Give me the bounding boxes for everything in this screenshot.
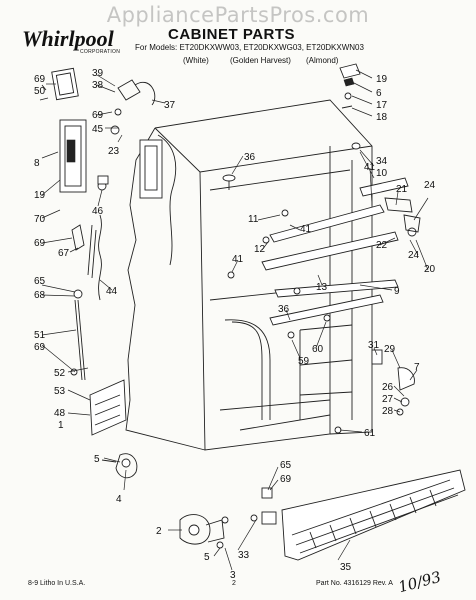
bottom-parts (179, 469, 466, 561)
callout: 19 (34, 190, 46, 201)
callout: 19 (376, 74, 388, 85)
footer-litho: 8-9 Litho In U.S.A. (28, 580, 86, 587)
footer-page-number: 2 (232, 580, 236, 587)
callout: 23 (108, 146, 120, 157)
shelf-rails (261, 177, 409, 326)
callout: 67 (58, 248, 70, 259)
callout: 17 (376, 100, 388, 111)
callout: 28 (382, 406, 394, 417)
callout: 44 (106, 286, 118, 297)
callout: 5 (94, 454, 100, 465)
callout: 70 (34, 214, 46, 225)
callout: 61 (364, 428, 376, 439)
callout: 27 (382, 394, 394, 405)
callout: 9 (394, 286, 400, 297)
callout: 26 (382, 382, 394, 393)
callout: 37 (164, 100, 176, 111)
callout: 3 (230, 570, 236, 581)
callout: 69 (34, 74, 46, 85)
callout: 52 (54, 368, 66, 379)
callout: 8 (34, 158, 40, 169)
callout: 24 (408, 250, 420, 261)
callout: 68 (34, 290, 46, 301)
callout: 34 (376, 156, 388, 167)
callout: 18 (376, 112, 388, 123)
brand-subtitle: CORPORATION (80, 49, 121, 55)
callout: 21 (396, 184, 408, 195)
callout: 46 (92, 206, 104, 217)
callout: 69 (34, 238, 46, 249)
callout: 53 (54, 386, 66, 397)
callout: 11 (248, 214, 259, 225)
callout: 4 (116, 494, 122, 505)
callout: 59 (298, 356, 310, 367)
callout: 48 (54, 408, 66, 419)
color-almond: (Almond) (306, 56, 339, 65)
callout: 51 (34, 330, 46, 341)
callout: 5 (204, 552, 210, 563)
callout: 60 (312, 344, 324, 355)
brand-logo-text: Whirlpool (22, 26, 114, 51)
callout: 10 (376, 168, 388, 179)
watermark-text: AppliancePartsPros.com (106, 3, 370, 27)
callout: 20 (424, 264, 436, 275)
callout: 69 (280, 474, 292, 485)
leader-lines (41, 69, 429, 571)
callout: 41 (300, 224, 312, 235)
callout: 65 (280, 460, 292, 471)
callout: 13 (316, 282, 328, 293)
callout: 6 (376, 88, 382, 99)
callout: 22 (376, 240, 388, 251)
right-hardware (222, 63, 421, 434)
callout: 41 (364, 162, 376, 173)
callout: 24 (424, 180, 436, 191)
callout: 1 (58, 420, 64, 431)
callout: 41 (232, 254, 244, 265)
callout: 65 (34, 276, 46, 287)
callout: 33 (238, 550, 250, 561)
left-hardware (39, 67, 156, 479)
model-numbers: For Models: ET20DKXWW03, ET20DKXWG03, ET… (135, 43, 364, 52)
callout: 69 (34, 342, 46, 353)
callout: 35 (340, 562, 352, 573)
footer-part-number: Part No. 4316129 Rev. A (316, 580, 393, 587)
callout-numbers: 69 50 39 38 37 19 6 17 18 45 69 23 36 8 … (34, 68, 436, 581)
callout: 39 (92, 68, 104, 79)
callout: 69 (92, 110, 104, 121)
callout: 45 (92, 124, 104, 135)
color-white: (White) (183, 56, 209, 65)
callout: 12 (254, 244, 266, 255)
callout: 36 (244, 152, 256, 163)
callout: 7 (414, 362, 420, 373)
diagram-title: CABINET PARTS (168, 26, 296, 43)
callout: 36 (278, 304, 290, 315)
callout: 31 (368, 340, 380, 351)
callout: 2 (156, 526, 162, 537)
callout: 38 (92, 80, 104, 91)
color-golden-harvest: (Golden Harvest) (230, 56, 291, 65)
callout: 50 (34, 86, 46, 97)
callout: 29 (384, 344, 396, 355)
